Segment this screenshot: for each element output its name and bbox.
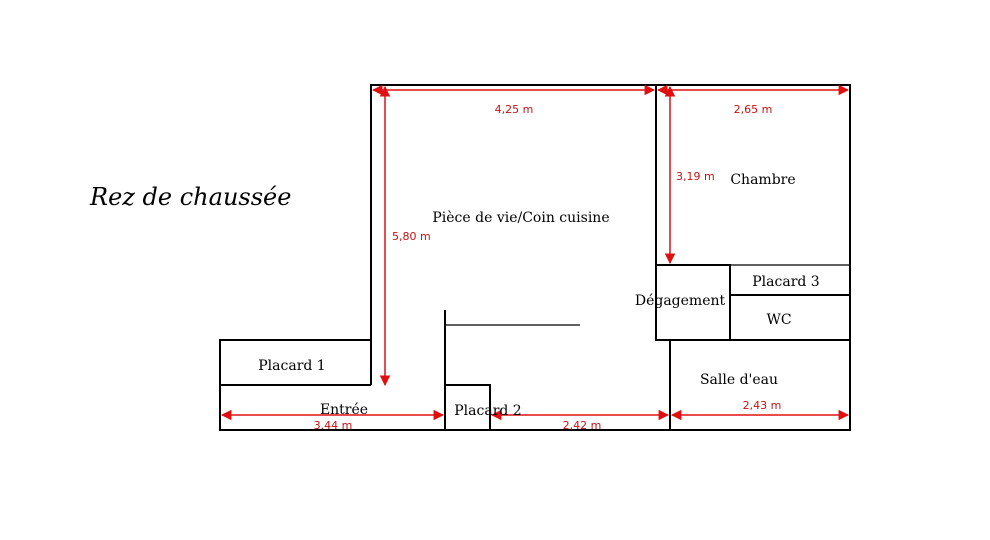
room-label-closet2: Placard 2 — [454, 403, 521, 419]
walls — [219, 84, 851, 431]
bedroom-width-label: 2,65 m — [734, 103, 773, 116]
room-label-bedroom: Chambre — [730, 172, 795, 188]
dimension-lines — [220, 84, 850, 421]
room-label-closet1: Placard 1 — [258, 358, 325, 374]
closet2-box — [444, 384, 491, 431]
room-label-hallway: Dégagement — [635, 293, 726, 309]
entrance-width-label: 3.44 m — [314, 419, 353, 432]
bathroom-width-label: 2,43 m — [743, 399, 782, 412]
room-label-entrance: Entrée — [320, 402, 368, 418]
hallway-box — [655, 264, 731, 341]
bedroom-depth-label: 3,19 m — [676, 170, 715, 183]
room-label-living: Pièce de vie/Coin cuisine — [432, 210, 609, 226]
plan-title: Rez de chaussée — [89, 183, 291, 211]
outer-wall — [219, 84, 851, 431]
living-depth-label: 5,80 m — [392, 230, 431, 243]
living-bottom-label: 2,42 m — [563, 419, 602, 432]
room-label-closet3: Placard 3 — [752, 274, 819, 290]
room-label-wc: WC — [766, 312, 791, 328]
living-width-label: 4,25 m — [495, 103, 534, 116]
room-label-bathroom: Salle d'eau — [700, 372, 778, 388]
